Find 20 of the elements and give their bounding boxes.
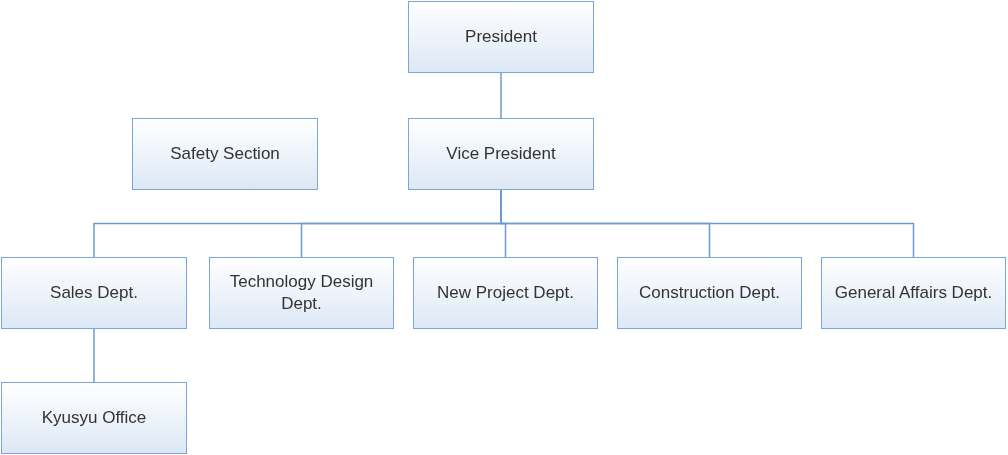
box-label: Construction Dept. bbox=[639, 282, 780, 304]
org-box bbox=[408, 118, 594, 190]
connector-line bbox=[500, 72, 502, 119]
box-label: Sales Dept. bbox=[50, 282, 138, 304]
org-box bbox=[821, 257, 1006, 329]
connector-line bbox=[93, 328, 95, 383]
org-box bbox=[408, 1, 594, 73]
box-label: President bbox=[465, 26, 537, 48]
box-label: Kyusyu Office bbox=[41, 407, 147, 429]
org-box bbox=[209, 257, 394, 329]
box-label: New Project Dept. bbox=[437, 282, 574, 304]
org-box bbox=[617, 257, 802, 329]
org-box bbox=[1, 257, 187, 329]
box-label: Vice President bbox=[446, 143, 556, 165]
org-box bbox=[132, 118, 318, 190]
box-label: Technology Design Dept. bbox=[228, 271, 375, 315]
org-box bbox=[413, 257, 598, 329]
box-label: Safety Section bbox=[170, 143, 280, 165]
box-label: General Affairs Dept. bbox=[834, 282, 993, 304]
org-box bbox=[1, 382, 187, 454]
